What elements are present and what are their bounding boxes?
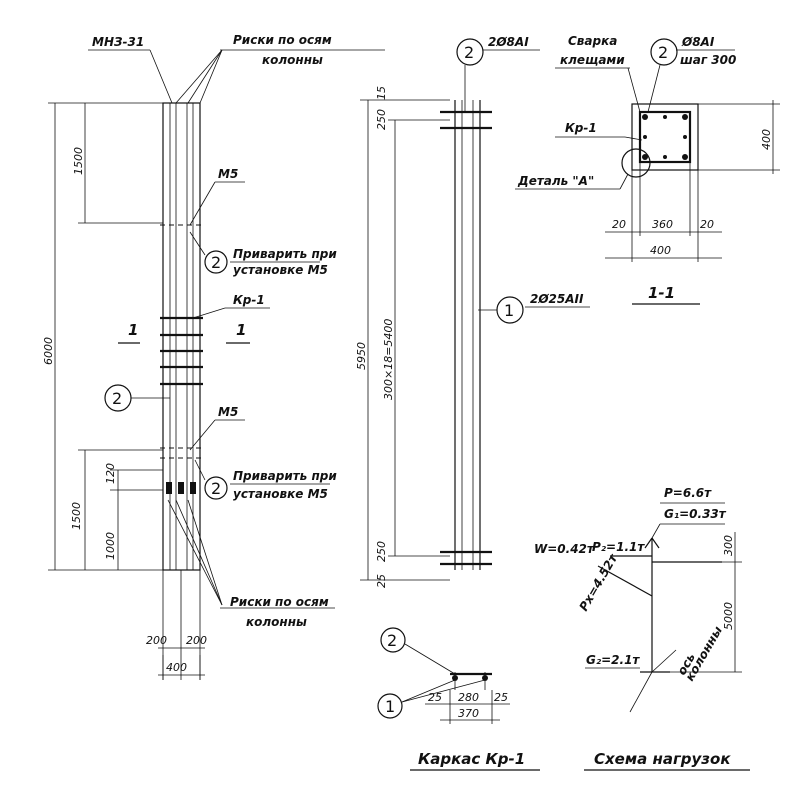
frame-elevation: 2 2Ø8АI 1 2Ø25АII 5950 300×18=5400 15 25… [355, 35, 590, 588]
fs-callout-1: 1 [385, 697, 395, 716]
top-zone-dim: 1500 [72, 147, 85, 175]
axis-marks-label-bottom-2: колонны [246, 615, 307, 629]
section-width-dim: 400 [650, 244, 671, 257]
fs-dim-370: 370 [458, 707, 479, 720]
callout-2-left: 2 [112, 389, 122, 408]
load-scheme-title: Схема нагрузок [594, 750, 731, 768]
frame-callout-1: 1 [504, 301, 514, 320]
frame-rebar-2: 2Ø8АI [488, 35, 529, 49]
fs-callout-1-circle [377, 693, 403, 719]
callout-2-circle [204, 250, 228, 274]
frame-label: Кр-1 [233, 293, 265, 307]
load-g2: G₂=2.1т [586, 653, 640, 667]
m5-label-bottom: М5 [218, 405, 238, 419]
frame-dim-top-250: 250 [375, 109, 388, 130]
section-callout-2-circle [650, 38, 678, 66]
section-callout-2: 2 [658, 43, 668, 62]
weld-note-top-1: Приварить при [233, 247, 337, 261]
axis-marks-label-bottom-1: Риски по осям [230, 595, 329, 609]
bottom-zone-dim: 1500 [70, 502, 83, 530]
scheme-height-dim: 5000 [722, 602, 735, 630]
scheme-small-dim: 300 [722, 535, 735, 556]
column-stirrups [160, 224, 203, 494]
section-mark-left: 1 [128, 321, 138, 339]
detail-a-label: Деталь "А" [517, 174, 594, 188]
column-elevation: МНЗ-31 Риски по осям колонны 6000 1500 1… [42, 33, 385, 680]
frame-cross-section: 2 1 25 280 25 370 Каркас Кр-1 [377, 627, 540, 771]
load-scheme: P=6.6т G₁=0.33т W=0.42т P₂=1.1т Pх=4.52т… [534, 486, 750, 771]
frame-dim-15: 15 [375, 86, 388, 100]
frame-length-dim: 5950 [355, 342, 368, 370]
axis-marks-label-top-2: колонны [262, 53, 323, 67]
fs-dim-280: 280 [458, 691, 479, 704]
weld-note-top-2: установке М5 [233, 263, 328, 277]
frame-rebar-1: 2Ø25АII [530, 292, 584, 306]
frame-section-title: Каркас Кр-1 [418, 750, 525, 768]
load-px: Pх=4.52т [576, 551, 620, 614]
fs-callout-2: 2 [387, 631, 397, 650]
frame-dim-bottom-250: 250 [375, 541, 388, 562]
axis-marks-label-top-1: Риски по осям [233, 33, 332, 47]
section-title: 1-1 [648, 284, 675, 302]
section-rebar-2: шаг 300 [680, 53, 736, 67]
callout-2-top: 2 [211, 253, 221, 272]
width-dim-left: 200 [146, 634, 167, 647]
load-p: P=6.6т [664, 486, 712, 500]
column-height-dim: 6000 [42, 337, 55, 365]
section-dim-360: 360 [652, 218, 673, 231]
anchor-dim: 1000 [104, 532, 117, 560]
frame-pitch-dim: 300×18=5400 [382, 319, 395, 400]
callout-2-circle-bottom [204, 476, 228, 500]
load-w: W=0.42т [534, 542, 595, 556]
weld-note-bottom-1: Приварить при [233, 469, 337, 483]
m5-label-top: М5 [218, 167, 238, 181]
detail-a-circle [621, 148, 651, 178]
section-dim-20-left: 20 [612, 218, 626, 231]
callout-2-bottom: 2 [211, 479, 221, 498]
section-dim-20-right: 20 [700, 218, 714, 231]
weld-note-2: клещами [560, 53, 625, 67]
column-outline [162, 102, 201, 571]
fs-dim-25-right: 25 [494, 691, 508, 704]
section-frame-label: Кр-1 [565, 121, 597, 135]
width-dim-right: 200 [186, 634, 207, 647]
frame-dim-25: 25 [375, 574, 388, 588]
width-dim-total: 400 [166, 661, 187, 674]
load-p2: P₂=1.1т [592, 540, 645, 554]
frame-callout-2: 2 [464, 43, 474, 62]
load-g1: G₁=0.33т [664, 507, 727, 521]
fs-callout-2-circle [380, 627, 406, 653]
frame-callout-2-circle [456, 38, 484, 66]
section-1-1: Сварка клещами 2 Ø8АI шаг 300 Кр-1 Детал… [515, 34, 780, 305]
section-rebar-1: Ø8АI [681, 35, 715, 49]
weld-note-bottom-2: установке М5 [233, 487, 328, 501]
section-mark-right: 1 [236, 321, 246, 339]
embedded-part-label: МНЗ-31 [92, 35, 144, 49]
section-height-dim: 400 [760, 129, 773, 150]
section-outline [631, 103, 699, 171]
fs-dim-25-left: 25 [428, 691, 442, 704]
small-dim: 120 [104, 463, 117, 484]
weld-note-1: Сварка [568, 34, 617, 48]
